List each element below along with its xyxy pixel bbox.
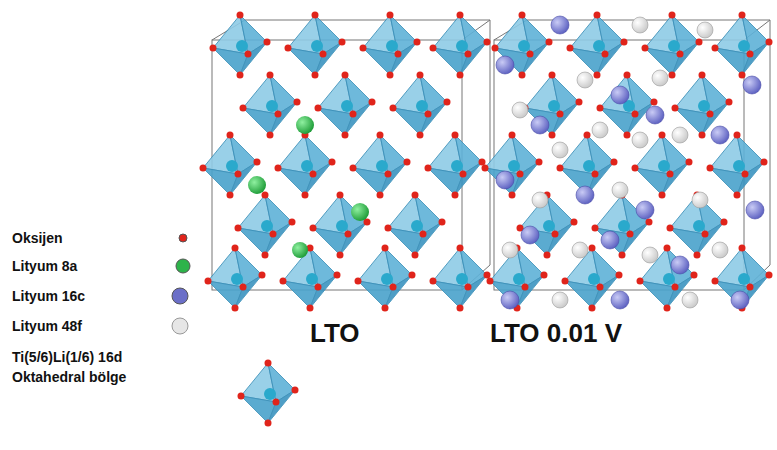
legend-row: Oksijen <box>12 228 162 248</box>
legend-text: Ti(5/6)Li(1/6) 16d Oktahedral bölge <box>12 347 162 387</box>
legend-text: Lityum 48f <box>12 316 162 336</box>
structure-label: LTO 0.01 V <box>490 318 622 349</box>
legend-swatch <box>169 285 191 307</box>
legend-text: Lityum 16c <box>12 286 162 306</box>
octahedron-symbol <box>236 359 300 427</box>
legend-text: Lityum 8a <box>12 256 162 276</box>
legend-swatch <box>172 255 194 277</box>
structure-label: LTO <box>310 318 360 349</box>
legend-text: Oksijen <box>12 228 162 248</box>
legend-row: Lityum 48f <box>12 316 162 336</box>
legend-row: Lityum 16c <box>12 286 162 306</box>
legend-row: Ti(5/6)Li(1/6) 16d Oktahedral bölge <box>12 347 162 387</box>
legend-row: Lityum 8a <box>12 256 162 276</box>
legend-swatch <box>169 315 191 337</box>
legend-swatch <box>172 227 194 249</box>
